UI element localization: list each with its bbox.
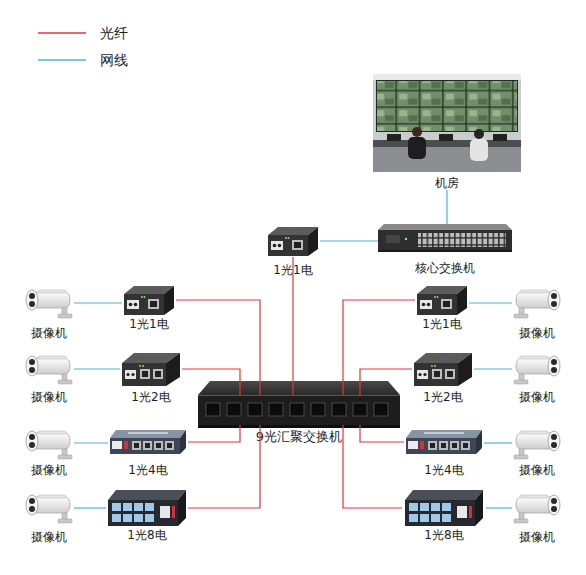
device-label: 1光8电	[127, 528, 166, 542]
device-label: 摄像机	[31, 463, 67, 477]
device-node: 摄像机	[24, 287, 74, 319]
fiber-link	[182, 369, 240, 395]
device-node: 1光4电	[404, 428, 484, 456]
device-label: 1光4电	[128, 463, 167, 477]
device-node: 摄像机	[512, 428, 562, 460]
fiber-sample	[38, 32, 86, 33]
device-label: 摄像机	[31, 326, 67, 340]
device-node: 摄像机	[24, 353, 74, 385]
fiber-link	[343, 300, 415, 395]
cable-link	[446, 190, 447, 224]
fiber-link	[176, 300, 260, 395]
fiber-link	[360, 369, 412, 395]
device-node: 9光汇聚交换机	[200, 395, 398, 425]
converter-picture	[414, 353, 472, 386]
legend-samples	[38, 33, 86, 60]
device-node: 摄像机	[512, 492, 562, 524]
switch-picture	[198, 381, 400, 428]
cable-link	[74, 302, 122, 303]
device-label: 1光1电	[129, 317, 168, 331]
device-node: 机房	[373, 74, 521, 190]
camera-picture	[26, 356, 72, 384]
device-label: 1光2电	[131, 390, 170, 404]
fiber-link	[188, 425, 240, 442]
cable-link	[74, 507, 106, 508]
converter-picture	[122, 353, 180, 386]
cable-link	[74, 442, 108, 443]
device-label: 1光1电	[422, 317, 461, 331]
device-node: 摄像机	[24, 492, 74, 524]
converter-picture	[268, 227, 318, 256]
device-node: 1光2电	[120, 351, 182, 387]
fiber-link	[188, 425, 260, 508]
device-label: 核心交换机	[415, 261, 475, 275]
device-label: 摄像机	[519, 463, 555, 477]
device-node: 1光1电	[415, 284, 469, 316]
cable-link	[74, 368, 120, 369]
cable-sample	[38, 59, 86, 60]
camera-picture	[26, 431, 72, 459]
device-node: 摄像机	[512, 287, 562, 319]
camera-picture	[26, 290, 72, 318]
converter-picture	[417, 286, 467, 315]
converter-picture	[406, 430, 482, 454]
device-label: 9光汇聚交换机	[256, 430, 342, 444]
legend-text: 网线	[100, 52, 128, 68]
device-node: 摄像机	[24, 428, 74, 460]
device-node: 1光1电	[266, 225, 320, 257]
device-node: 1光2电	[412, 351, 474, 387]
device-node: 摄像机	[512, 353, 562, 385]
device-label: 摄像机	[519, 390, 555, 404]
fiber-link	[292, 257, 293, 395]
converter-picture	[110, 430, 186, 454]
camera-picture	[26, 495, 72, 523]
device-node: 1光1电	[122, 284, 176, 316]
device-label: 1光8电	[424, 528, 463, 542]
device-node: 核心交换机	[378, 224, 512, 252]
device-label: 摄像机	[31, 530, 67, 544]
camera-picture	[514, 290, 560, 318]
cable-link	[486, 507, 512, 508]
device-label: 1光2电	[423, 390, 462, 404]
device-node: 1光4电	[108, 428, 188, 456]
fiber-link	[360, 425, 404, 442]
converter-picture	[108, 490, 186, 526]
device-label: 机房	[435, 176, 459, 190]
device-label: 摄像机	[31, 390, 67, 404]
connector-group	[74, 190, 512, 508]
device-label: 1光4电	[424, 463, 463, 477]
device-node: 1光8电	[106, 488, 188, 528]
cable-link	[474, 368, 512, 369]
converter-picture	[405, 490, 483, 526]
cable-link	[469, 302, 512, 303]
control-room-picture	[373, 74, 521, 172]
legend-entry: 光纤	[100, 25, 128, 41]
cable-link	[320, 240, 378, 241]
device-label: 1光1电	[273, 263, 312, 277]
converter-picture	[124, 286, 174, 315]
device-label: 摄像机	[519, 530, 555, 544]
device-node: 1光8电	[402, 488, 486, 528]
core-switch-picture	[378, 224, 512, 252]
camera-picture	[514, 431, 560, 459]
legend-entry: 网线	[100, 52, 128, 68]
right-cameras	[514, 290, 560, 523]
cable-link	[484, 442, 512, 443]
device-pictures	[26, 74, 560, 526]
camera-picture	[514, 495, 560, 523]
fiber-link	[343, 425, 402, 508]
device-label: 摄像机	[519, 326, 555, 340]
legend-text: 光纤	[100, 25, 128, 41]
camera-picture	[514, 356, 560, 384]
